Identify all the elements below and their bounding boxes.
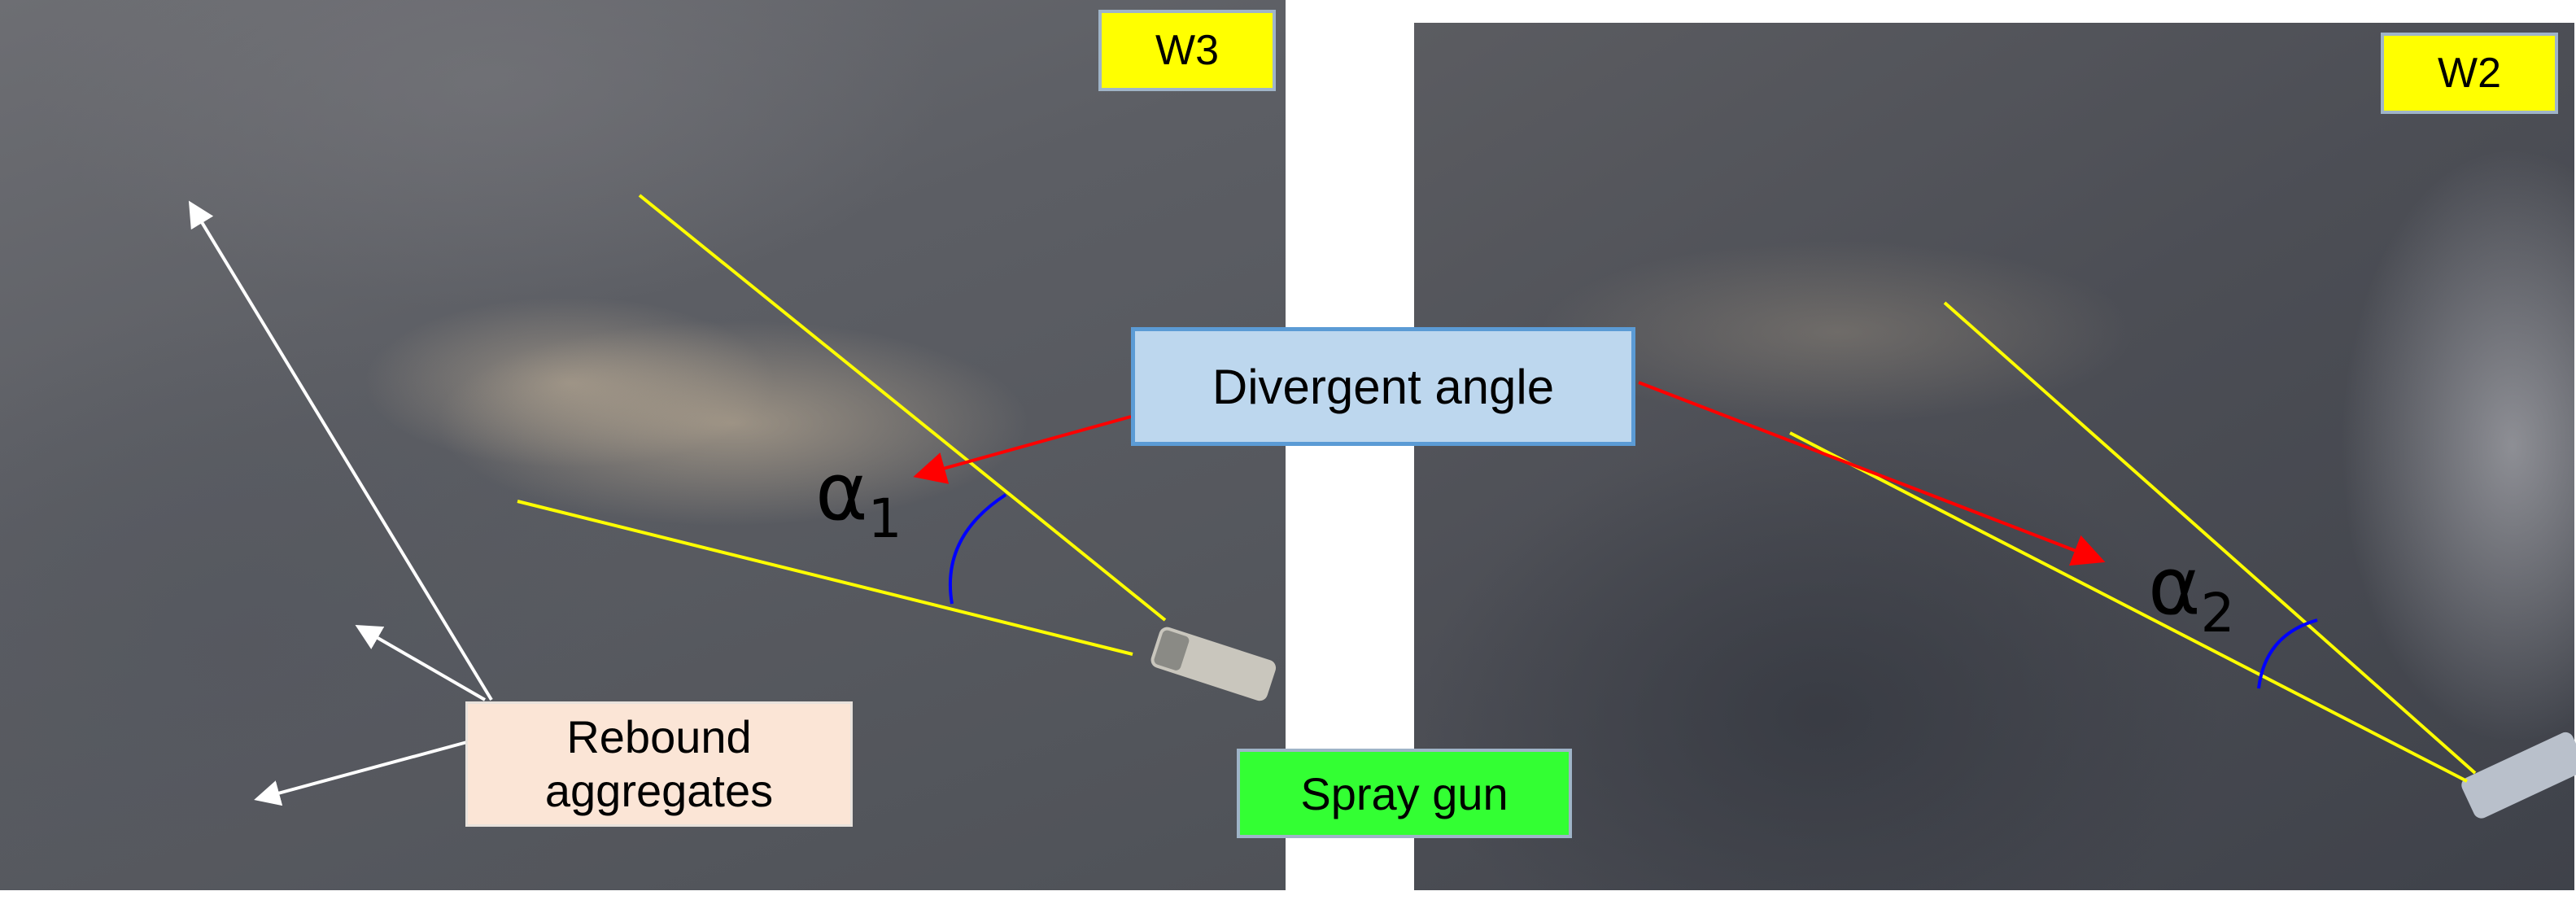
rebound-line-1: Rebound <box>566 711 752 762</box>
rebound-arrow-3 <box>254 736 486 806</box>
spray-gun-nozzle-left <box>1150 627 1277 701</box>
angle-arc-alpha1 <box>948 493 1007 605</box>
panel-tag-w2-text: W2 <box>2438 50 2501 97</box>
spray-boundary-upper-right <box>1943 301 2477 775</box>
spray-boundary-lower-left <box>517 500 1133 656</box>
alpha-2-symbol: α <box>2148 540 2201 633</box>
alpha-2-label: α2 <box>2148 547 2235 640</box>
spray-gun-nozzle-right <box>2461 732 2576 819</box>
rebound-arrow-1 <box>188 200 493 701</box>
alpha-1-symbol: α <box>815 446 868 539</box>
alpha-2-subscript: 2 <box>2200 582 2235 644</box>
divergent-angle-label: Divergent angle <box>1131 327 1635 446</box>
spray-gun-text: Spray gun <box>1300 767 1508 819</box>
panel-tag-w3: W3 <box>1098 10 1276 91</box>
alpha-1-subscript: 1 <box>867 487 902 550</box>
rebound-aggregates-label: Rebound aggregates <box>465 701 853 827</box>
rebound-line-2: aggregates <box>544 765 774 816</box>
divergent-angle-text: Divergent angle <box>1212 359 1555 414</box>
angle-arc-alpha2 <box>2257 618 2318 689</box>
divergent-arrow-right <box>1638 381 2106 566</box>
spray-boundary-upper-left <box>638 194 1167 622</box>
panel-tag-w3-text: W3 <box>1155 27 1219 74</box>
rebound-arrow-2 <box>355 625 486 701</box>
divergent-arrow-left <box>913 415 1132 484</box>
panel-tag-w2: W2 <box>2381 33 2558 114</box>
alpha-1-label: α1 <box>815 452 902 546</box>
right-photo-w2 <box>1414 23 2574 890</box>
spray-boundary-lower-right <box>1789 431 2468 783</box>
spray-gun-label: Spray gun <box>1237 749 1572 838</box>
